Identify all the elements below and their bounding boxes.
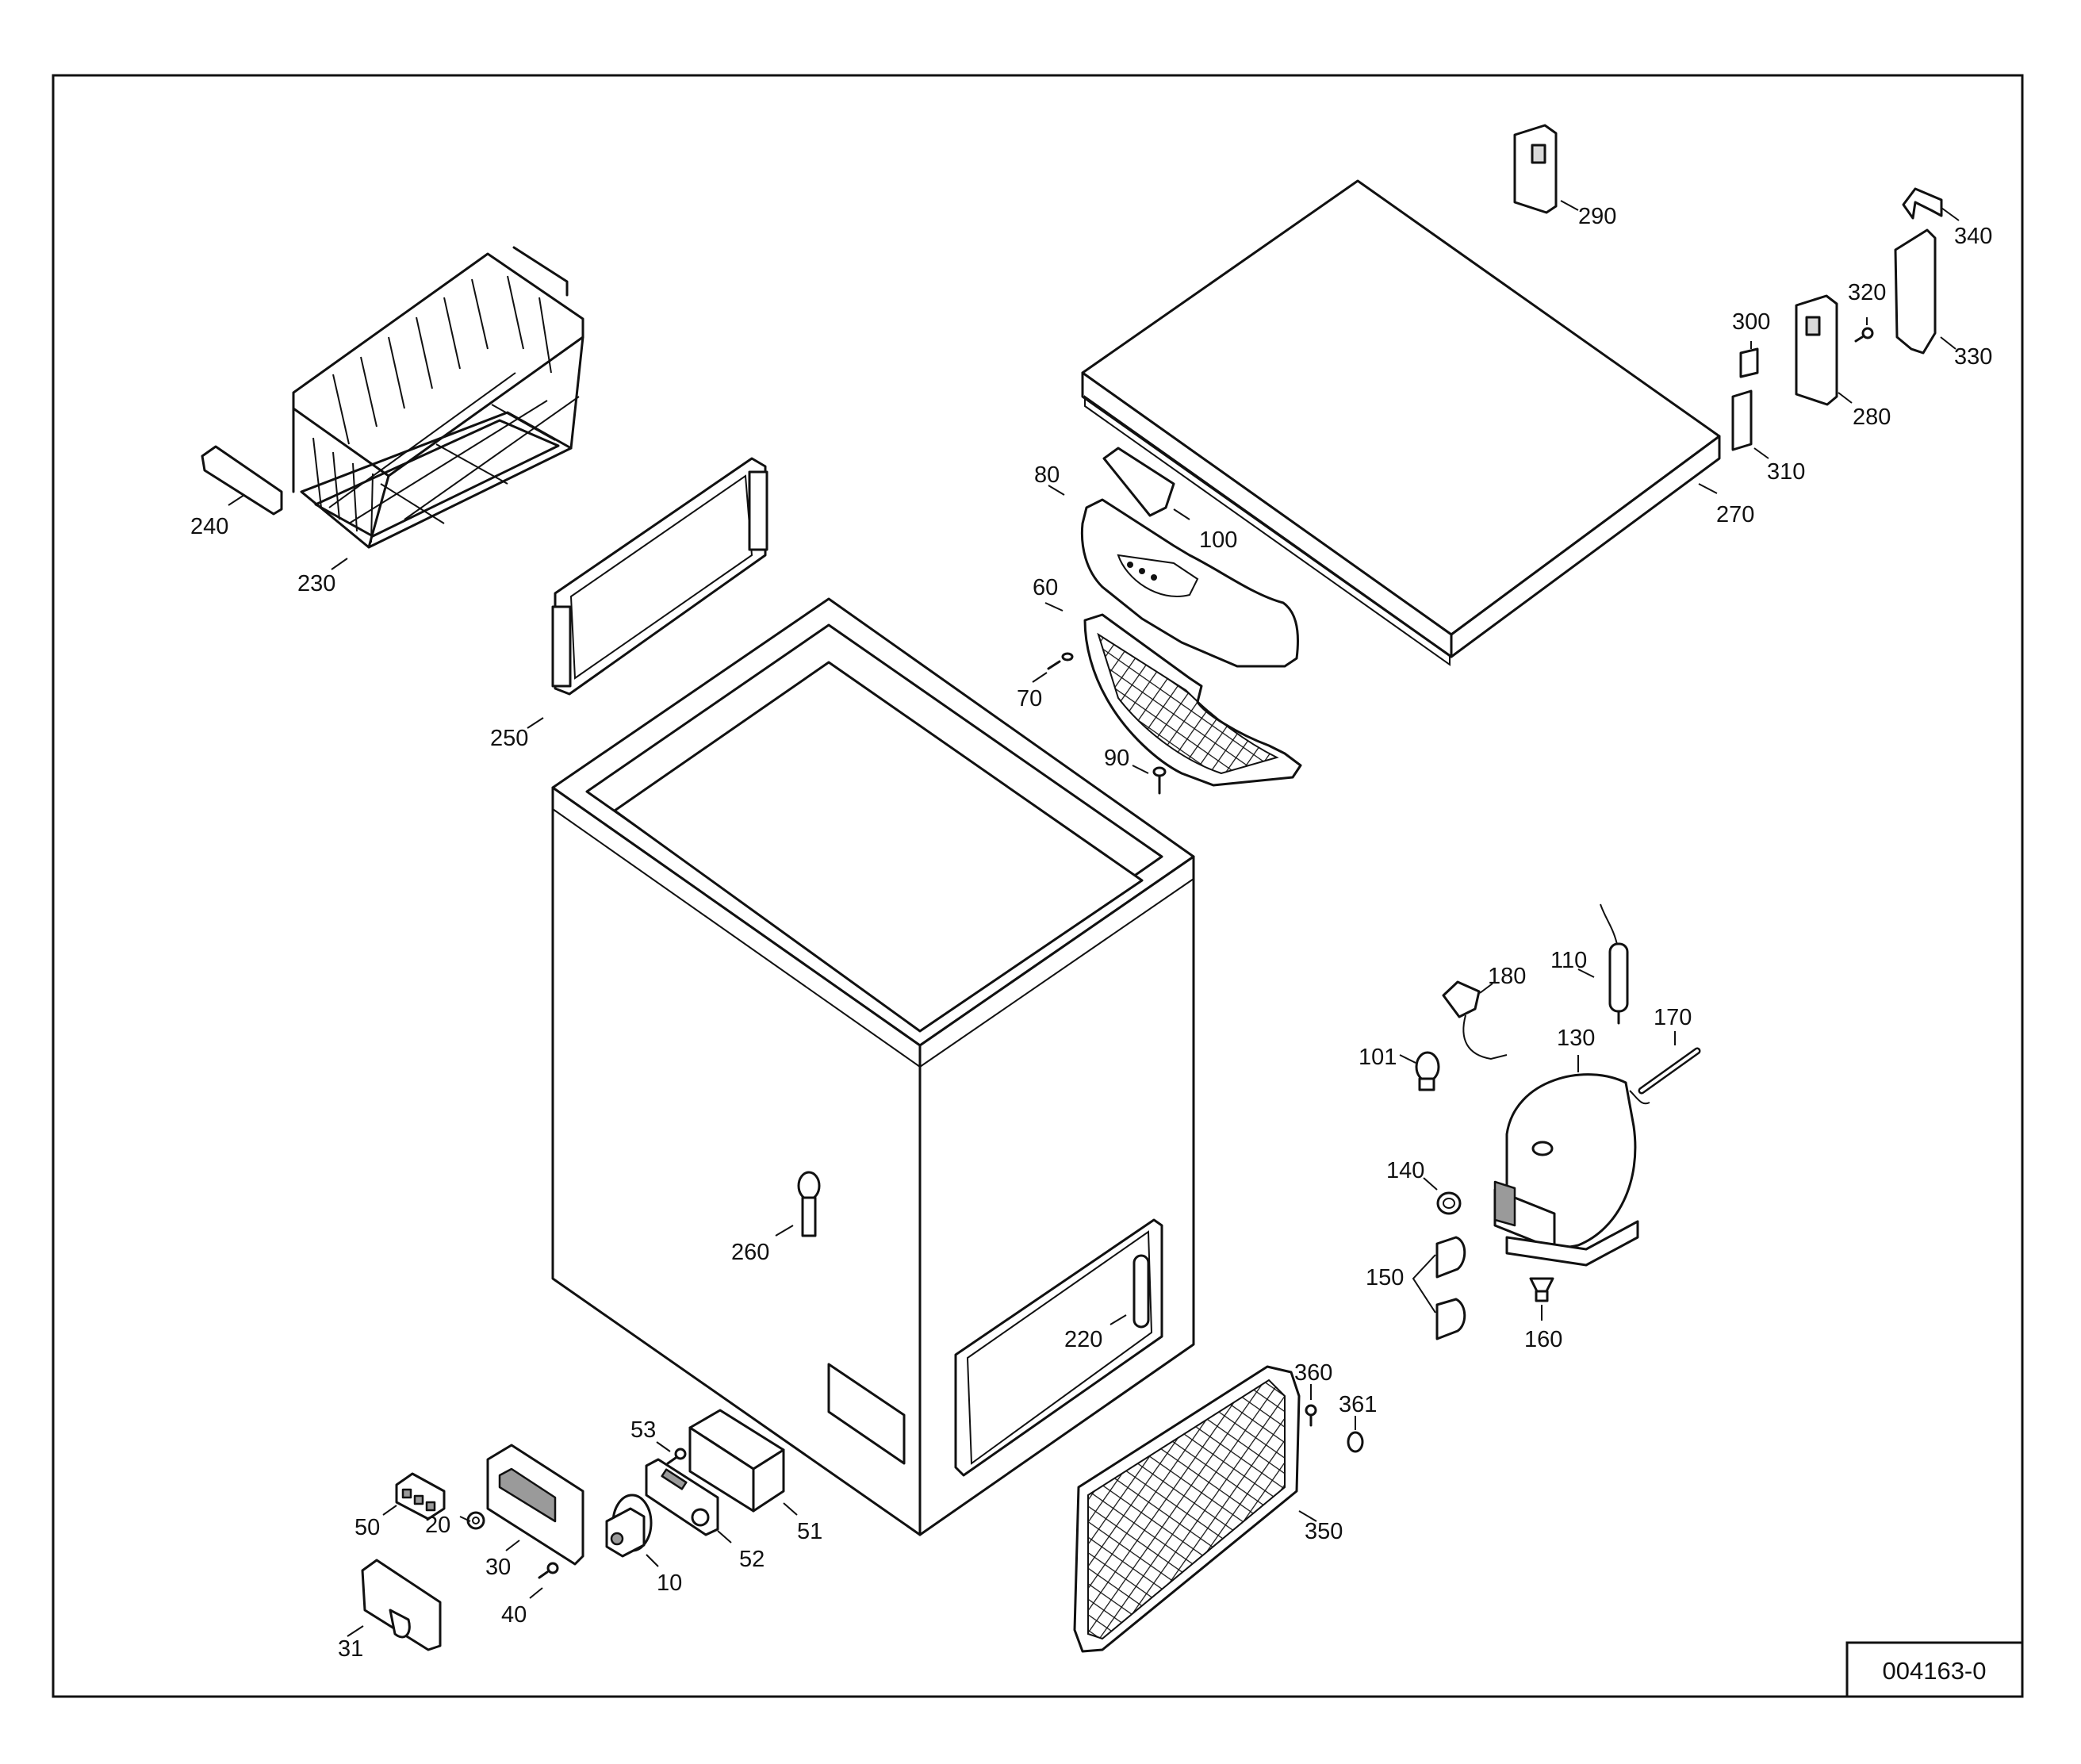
label-80: 80 — [1034, 462, 1060, 488]
label-30: 30 — [485, 1555, 511, 1580]
part-53-screw — [666, 1448, 687, 1465]
label-300: 300 — [1732, 309, 1770, 335]
part-360-screw — [1305, 1404, 1317, 1427]
part-30-control-panel — [486, 1444, 584, 1566]
label-140: 140 — [1386, 1158, 1424, 1183]
label-170: 170 — [1654, 1005, 1692, 1030]
label-220: 220 — [1064, 1327, 1102, 1352]
label-340: 340 — [1954, 224, 1992, 249]
label-100: 100 — [1199, 527, 1237, 553]
part-170-tube — [1638, 1047, 1701, 1095]
label-160: 160 — [1524, 1327, 1562, 1352]
label-260: 260 — [731, 1240, 769, 1265]
part-320-screw — [1854, 327, 1874, 343]
lid — [1081, 179, 1721, 666]
part-51-box — [688, 1409, 785, 1513]
label-70: 70 — [1017, 686, 1042, 711]
part-110-capacitor — [1600, 903, 1629, 1025]
freezer-cabinet — [551, 597, 1195, 1536]
label-20: 20 — [425, 1513, 450, 1538]
part-70-screw — [1047, 652, 1074, 670]
part-40-screw — [538, 1562, 559, 1579]
part-340-cap — [1902, 187, 1943, 220]
label-360: 360 — [1294, 1360, 1332, 1386]
part-100-handle-cap — [1102, 447, 1175, 517]
label-330: 330 — [1954, 344, 1992, 370]
label-240: 240 — [190, 514, 228, 539]
part-290-hinge — [1513, 124, 1558, 214]
drawing-number: 004163-0 — [1882, 1657, 1986, 1685]
drawing-frame — [52, 74, 2024, 1698]
part-350-grille — [1073, 1365, 1301, 1653]
part-260-lock — [797, 1171, 821, 1237]
label-101: 101 — [1359, 1045, 1397, 1070]
label-290: 290 — [1578, 204, 1616, 229]
label-90: 90 — [1104, 746, 1129, 771]
part-300-plate — [1739, 347, 1759, 378]
part-20-nut — [466, 1511, 485, 1530]
part-280-hinge — [1795, 294, 1838, 406]
label-31: 31 — [338, 1636, 363, 1662]
label-130: 130 — [1557, 1026, 1595, 1051]
label-50: 50 — [354, 1515, 380, 1540]
label-40: 40 — [501, 1602, 527, 1628]
part-31-cover — [361, 1559, 442, 1651]
part-50-display — [395, 1472, 446, 1520]
label-180: 180 — [1488, 964, 1526, 989]
part-361-nut — [1347, 1431, 1364, 1453]
part-10-thermostat — [605, 1494, 653, 1558]
label-250: 250 — [490, 726, 528, 751]
part-220-drain — [1132, 1254, 1150, 1329]
part-101-relay — [1415, 1051, 1440, 1091]
part-52-bracket — [645, 1458, 719, 1536]
label-10: 10 — [657, 1570, 682, 1596]
part-150-clips — [1435, 1236, 1466, 1340]
leader-lines — [228, 200, 1960, 1637]
label-60: 60 — [1033, 575, 1058, 600]
part-60-handle-bracket — [1083, 613, 1302, 787]
label-52: 52 — [739, 1547, 765, 1572]
part-250-panel — [551, 457, 768, 696]
label-270: 270 — [1716, 502, 1754, 527]
part-230-basket — [292, 246, 584, 549]
part-80-handle — [1080, 498, 1299, 668]
label-53: 53 — [630, 1417, 656, 1443]
part-330-cover — [1894, 228, 1937, 355]
label-350: 350 — [1305, 1519, 1343, 1544]
label-230: 230 — [297, 571, 335, 596]
label-150: 150 — [1366, 1265, 1404, 1290]
part-310-plate — [1731, 389, 1753, 451]
part-140-grommet — [1436, 1191, 1462, 1215]
label-361: 361 — [1339, 1392, 1377, 1417]
part-160-foot — [1529, 1277, 1554, 1302]
label-320: 320 — [1848, 280, 1886, 305]
part-90-screw — [1152, 766, 1167, 795]
part-130-compressor — [1493, 1073, 1650, 1267]
part-number-labels: 290 340 330 300 320 280 310 270 80 100 6… — [190, 204, 1992, 1662]
label-310: 310 — [1767, 459, 1805, 485]
label-110: 110 — [1550, 948, 1587, 973]
drawing-number-box: 004163-0 — [1845, 1641, 2024, 1698]
part-240-divider — [201, 445, 283, 516]
label-280: 280 — [1853, 405, 1891, 430]
label-51: 51 — [797, 1519, 822, 1544]
part-180-overload — [1442, 980, 1508, 1060]
